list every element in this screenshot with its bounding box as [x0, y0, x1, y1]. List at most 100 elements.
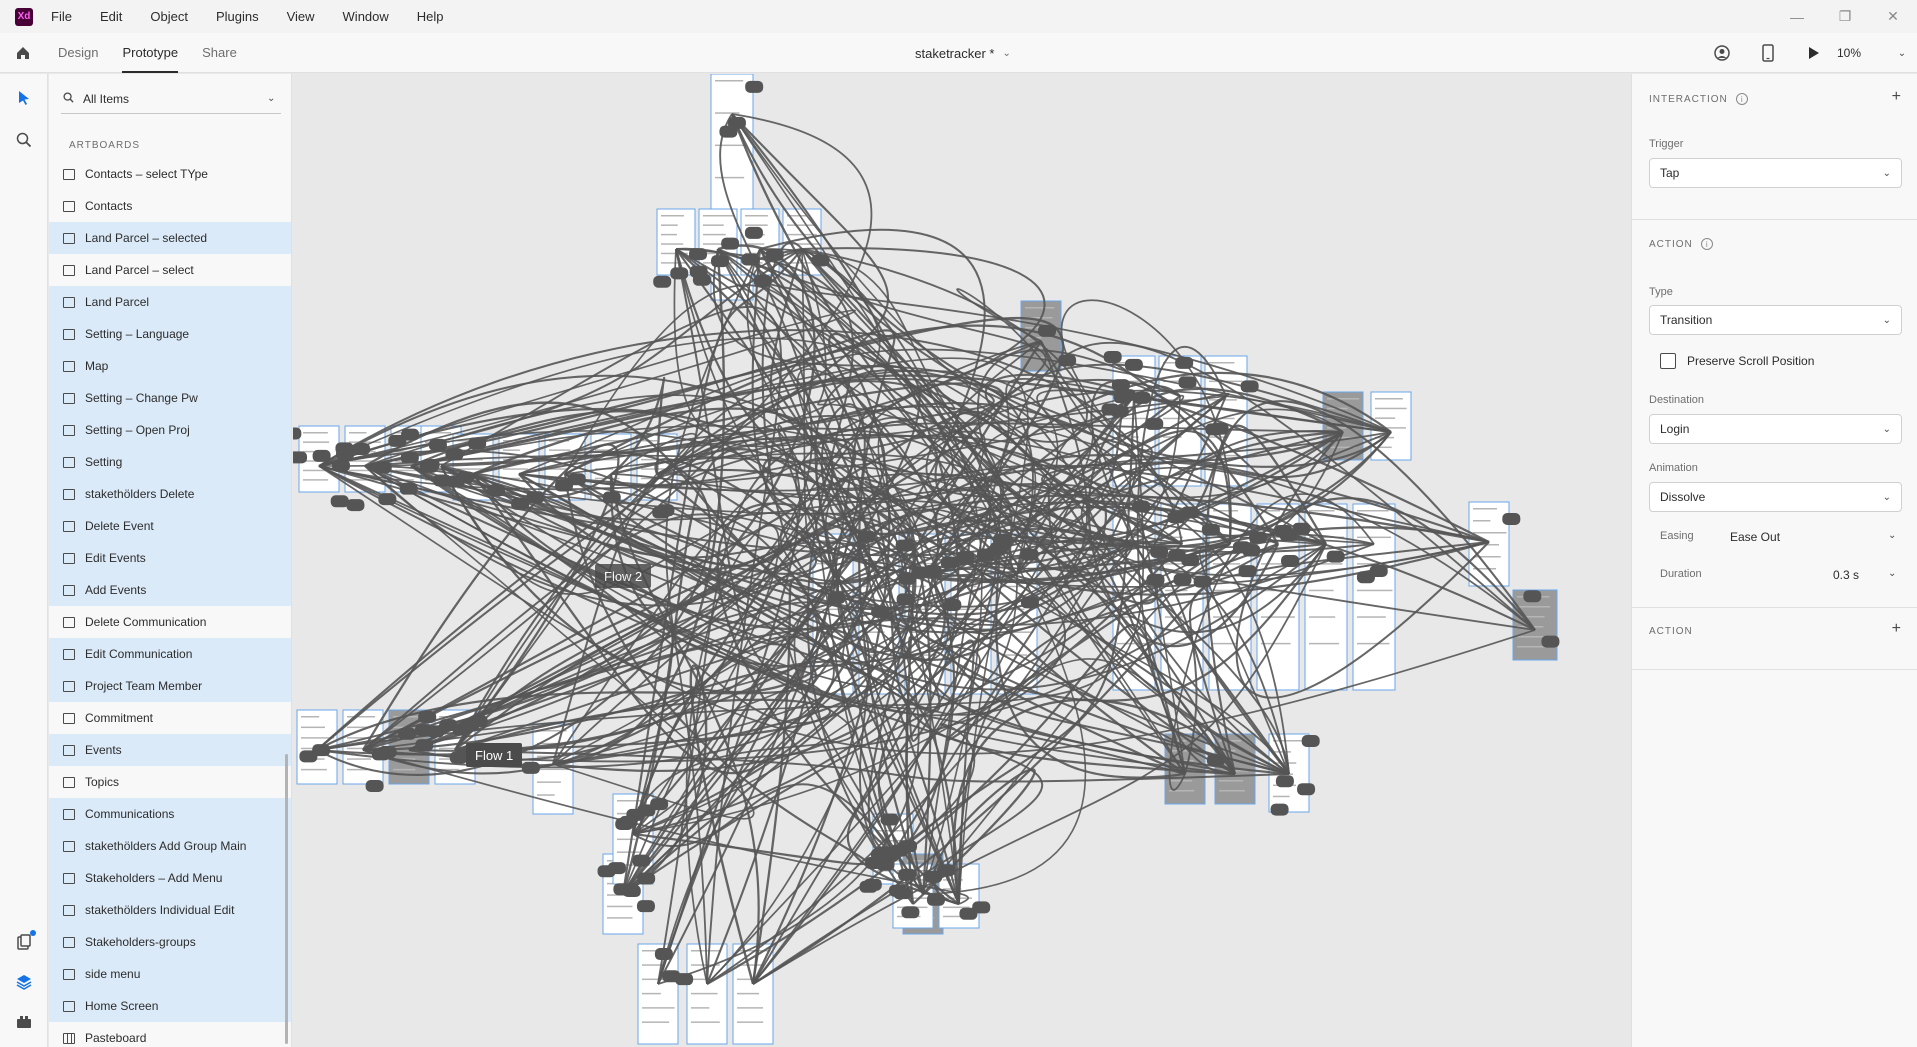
- prototype-wire[interactable]: [552, 248, 1047, 765]
- prototype-wire[interactable]: [1133, 424, 1327, 546]
- minimize-icon[interactable]: —: [1790, 8, 1804, 25]
- prototype-wire[interactable]: [609, 473, 760, 985]
- tab-prototype[interactable]: Prototype: [110, 33, 190, 73]
- wire-connector[interactable]: [335, 442, 354, 455]
- prototype-wire[interactable]: [946, 543, 1231, 742]
- prototype-wire[interactable]: [552, 473, 1231, 765]
- wire-connector[interactable]: [1175, 356, 1194, 369]
- add-action-icon[interactable]: +: [1891, 620, 1901, 637]
- prototype-wire[interactable]: [362, 749, 969, 905]
- wire-connector[interactable]: [1326, 550, 1345, 563]
- wire-connector[interactable]: [378, 493, 397, 506]
- prototype-wire[interactable]: [675, 248, 914, 905]
- wire-connector[interactable]: [1178, 376, 1197, 389]
- zoom-chevron-icon[interactable]: ⌄: [1897, 47, 1907, 59]
- wire-connector[interactable]: [1502, 512, 1521, 525]
- wire-connector[interactable]: [365, 779, 384, 792]
- artboard-list-item[interactable]: Communications: [49, 798, 291, 830]
- wire-connector[interactable]: [765, 248, 784, 261]
- wire-connector[interactable]: [653, 275, 672, 288]
- artboard-list-item[interactable]: Map: [49, 350, 291, 382]
- info-icon[interactable]: i: [1700, 238, 1713, 250]
- menu-help[interactable]: Help: [416, 9, 444, 24]
- prototype-wire[interactable]: [364, 329, 925, 895]
- artboard-list-item[interactable]: Topics: [49, 766, 291, 798]
- prototype-wire[interactable]: [362, 410, 1183, 751]
- chevron-down-icon[interactable]: ⌄: [1888, 568, 1897, 579]
- artboard-list-item[interactable]: Setting – Change Pw: [49, 382, 291, 414]
- destination-select[interactable]: Login ⌄: [1649, 414, 1902, 444]
- wire-connector[interactable]: [607, 862, 626, 875]
- tab-share[interactable]: Share: [202, 45, 237, 60]
- artboard-list-item[interactable]: Setting: [49, 446, 291, 478]
- prototype-wire[interactable]: [717, 248, 1183, 545]
- prototype-wire[interactable]: [622, 508, 1290, 895]
- wire-connector[interactable]: [727, 116, 746, 129]
- plugins-icon[interactable]: [12, 1010, 36, 1034]
- prototype-canvas[interactable]: Flow 2 Flow 1: [293, 74, 1630, 1047]
- wire-connector[interactable]: [1146, 573, 1165, 586]
- prototype-wire[interactable]: [621, 448, 926, 895]
- wire-connector[interactable]: [689, 248, 708, 261]
- wire-connector[interactable]: [875, 846, 894, 859]
- artboard-thumbnail[interactable]: [1352, 503, 1396, 691]
- wire-connector[interactable]: [1523, 590, 1542, 603]
- wire-connector[interactable]: [940, 556, 959, 569]
- artboard-list-item[interactable]: Edit Events: [49, 542, 291, 574]
- prototype-wire[interactable]: [408, 528, 1290, 775]
- close-icon[interactable]: ✕: [1887, 8, 1899, 24]
- preserve-scroll-checkbox[interactable]: [1660, 353, 1676, 369]
- wire-connector[interactable]: [619, 815, 638, 828]
- wire-connector[interactable]: [992, 533, 1011, 546]
- artboard-list-item[interactable]: Pasteboard: [49, 1022, 291, 1047]
- wire-connector[interactable]: [972, 901, 991, 914]
- menu-file[interactable]: File: [51, 9, 72, 24]
- flow-label-1[interactable]: Flow 1: [466, 743, 523, 767]
- prototype-wire[interactable]: [1087, 387, 1344, 647]
- restore-icon[interactable]: ❐: [1838, 8, 1852, 24]
- menu-edit[interactable]: Edit: [99, 9, 123, 24]
- prototype-wire[interactable]: [410, 425, 1231, 635]
- menu-window[interactable]: Window: [342, 9, 389, 24]
- flow-label-2[interactable]: Flow 2: [595, 564, 652, 588]
- animation-select[interactable]: Dissolve ⌄: [1649, 482, 1902, 512]
- wire-connector[interactable]: [898, 868, 917, 881]
- wire-connector[interactable]: [943, 598, 962, 611]
- wire-connector[interactable]: [526, 491, 545, 504]
- wire-connector[interactable]: [1020, 548, 1039, 561]
- prototype-wire[interactable]: [1205, 400, 1536, 775]
- wire-connector[interactable]: [896, 593, 915, 606]
- wire-connector[interactable]: [650, 798, 669, 811]
- wire-connector[interactable]: [937, 864, 956, 877]
- wire-connector[interactable]: [1058, 354, 1077, 367]
- artboard-list-item[interactable]: Setting – Open Proj: [49, 414, 291, 446]
- tab-design[interactable]: Design: [58, 45, 99, 60]
- artboard-list-item[interactable]: Land Parcel – select: [49, 254, 291, 286]
- wire-connector[interactable]: [613, 883, 632, 896]
- wire-connector[interactable]: [371, 748, 390, 761]
- wire-connector[interactable]: [654, 948, 673, 961]
- prototype-wire[interactable]: [518, 395, 1181, 570]
- prototype-wire[interactable]: [564, 284, 960, 905]
- prototype-wire[interactable]: [864, 480, 1290, 775]
- wire-connector[interactable]: [445, 448, 464, 461]
- prototype-wire[interactable]: [440, 306, 782, 985]
- prototype-wire[interactable]: [440, 247, 1046, 467]
- wire-connector[interactable]: [293, 451, 308, 464]
- prototype-wire[interactable]: [706, 500, 1279, 985]
- wire-connector[interactable]: [1541, 635, 1560, 648]
- wire-connector[interactable]: [1193, 575, 1212, 588]
- prototype-wire[interactable]: [824, 489, 1135, 905]
- wire-connector[interactable]: [1103, 350, 1122, 363]
- wire-connector[interactable]: [399, 482, 418, 495]
- prototype-wire[interactable]: [752, 423, 1094, 985]
- artboard-list-item[interactable]: Add Events: [49, 574, 291, 606]
- wire-connector[interactable]: [926, 893, 945, 906]
- wire-connector[interactable]: [656, 504, 675, 517]
- prototype-wire[interactable]: [318, 329, 1183, 545]
- prototype-wire[interactable]: [731, 113, 1087, 895]
- prototype-wire[interactable]: [753, 248, 1392, 433]
- artboard-list-item[interactable]: Commitment: [49, 702, 291, 734]
- wire-connector[interactable]: [487, 484, 506, 497]
- play-icon[interactable]: [1791, 33, 1837, 73]
